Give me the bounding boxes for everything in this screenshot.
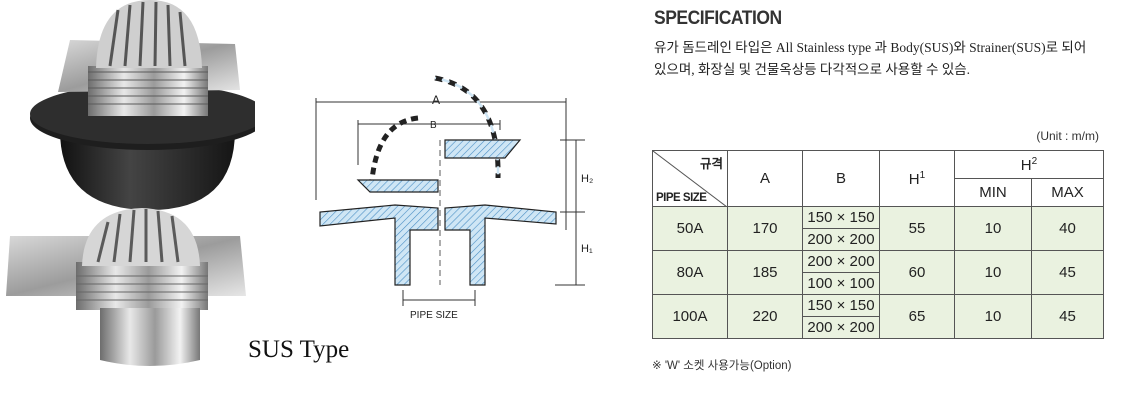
spec-title: SPECIFICATION <box>654 8 782 29</box>
option-note: ※ 'W' 소켓 사용가능(Option) <box>652 360 792 372</box>
cell-h1: 55 <box>879 206 955 251</box>
cell-pipe: 80A <box>652 250 728 295</box>
product-photos <box>6 0 255 366</box>
dim-label-a: A <box>432 93 440 107</box>
drain-photo-black-body <box>30 0 255 210</box>
table-corner-cell: 규격 PIPE SIZE <box>652 150 728 207</box>
header-h2: H2 <box>954 150 1104 179</box>
corner-label-spec: 규격 <box>699 157 723 171</box>
cell-pipe: 50A <box>652 206 728 251</box>
cross-section-diagram: A B H₂ H₁ PIPE SIZE <box>315 75 593 321</box>
unit-label: (Unit : m/m) <box>1036 129 1099 143</box>
cell-a: 220 <box>727 294 803 339</box>
header-b: B <box>802 150 880 207</box>
cell-pipe: 100A <box>652 294 728 339</box>
cell-max: 45 <box>1031 250 1104 295</box>
cell-min: 10 <box>954 206 1032 251</box>
table-row: 50A 170 150 × 150 55 10 40 <box>652 206 1104 251</box>
table-row: 80A 185 200 × 200 60 10 45 <box>652 250 1104 295</box>
corner-label-pipe-size: PIPE SIZE <box>656 192 707 204</box>
dim-label-b: B <box>430 120 437 131</box>
cell-b1: 200 × 200 <box>802 250 880 273</box>
spec-table: 규격 PIPE SIZE A B H1 H2 MIN MAX 50A 170 1… <box>652 150 1104 339</box>
header-h1: H1 <box>879 150 955 207</box>
cell-h1: 65 <box>879 294 955 339</box>
dim-label-h2: H₂ <box>581 173 593 185</box>
header-max: MAX <box>1031 178 1104 207</box>
dim-label-pipe-size: PIPE SIZE <box>410 310 458 321</box>
dim-label-h1: H₁ <box>581 243 593 255</box>
cell-max: 45 <box>1031 294 1104 339</box>
cell-b2: 200 × 200 <box>802 316 880 339</box>
cell-min: 10 <box>954 294 1032 339</box>
header-a: A <box>727 150 803 207</box>
cell-h1: 60 <box>879 250 955 295</box>
cell-b2: 100 × 100 <box>802 272 880 295</box>
product-caption: SUS Type <box>248 336 350 363</box>
cell-min: 10 <box>954 250 1032 295</box>
table-row: 100A 220 150 × 150 65 10 45 <box>652 294 1104 339</box>
cell-b1: 150 × 150 <box>802 206 880 229</box>
cell-b2: 200 × 200 <box>802 228 880 251</box>
cell-max: 40 <box>1031 206 1104 251</box>
cell-a: 185 <box>727 250 803 295</box>
spec-description-line2: 있으며, 화장실 및 건물옥상등 다각적으로 사용할 수 있슴. <box>654 62 971 77</box>
cell-a: 170 <box>727 206 803 251</box>
drain-photo-stainless <box>6 208 246 366</box>
header-min: MIN <box>954 178 1032 207</box>
spec-description-line1: 유가 돔드레인 타입은 All Stainless type 과 Body(SU… <box>654 40 1087 55</box>
cell-b1: 150 × 150 <box>802 294 880 317</box>
